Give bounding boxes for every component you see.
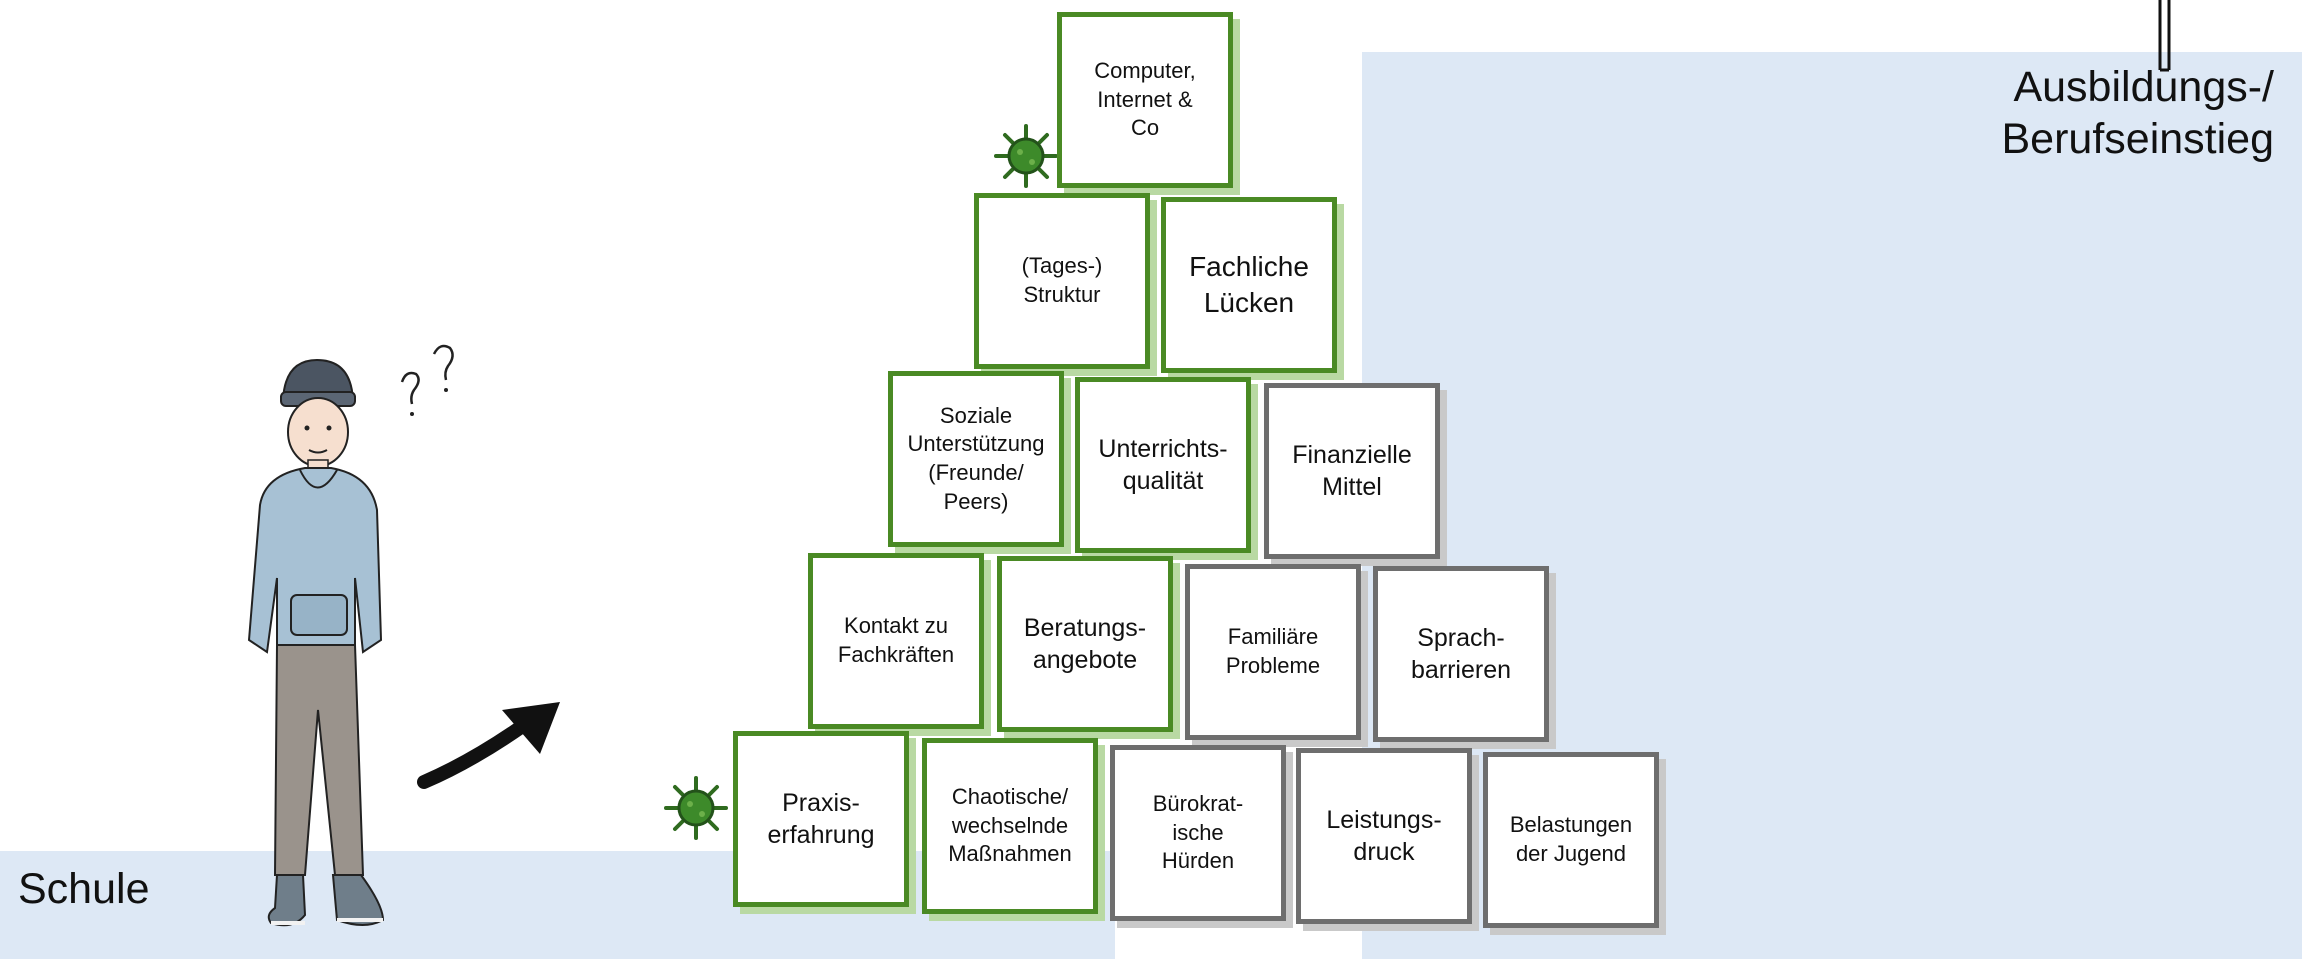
- signpost-icon: [2158, 0, 2171, 72]
- block-sprachbarrieren: Sprach- barrieren: [1373, 566, 1549, 742]
- block-buerokratische-huerden: Bürokrat- ische Hürden: [1110, 745, 1286, 921]
- schule-label: Schule: [18, 865, 150, 913]
- block-fachliche-luecken: Fachliche Lücken: [1161, 197, 1337, 373]
- block-finanzielle-mittel: Finanzielle Mittel: [1264, 383, 1440, 559]
- block-computer: Computer, Internet & Co: [1057, 12, 1233, 188]
- question-marks-icon: [400, 344, 454, 416]
- block-leistungsdruck: Leistungs- druck: [1296, 748, 1472, 924]
- block-unterrichtsqualitaet: Unterrichts- qualität: [1075, 377, 1251, 553]
- virus-icon: [994, 124, 1058, 188]
- virus-icon: [664, 776, 728, 840]
- block-beratungsangebote: Beratungs- angebote: [997, 556, 1173, 732]
- block-tagesstruktur: (Tages-) Struktur: [974, 193, 1150, 369]
- block-belastungen-jugend: Belastungen der Jugend: [1483, 752, 1659, 928]
- arrow-icon: [417, 702, 560, 789]
- person-icon: [247, 358, 385, 927]
- block-praxiserfahrung: Praxis- erfahrung: [733, 731, 909, 907]
- block-soziale-unterstuetzung: Soziale Unterstützung (Freunde/ Peers): [888, 371, 1064, 547]
- block-kontakt-fachkraefte: Kontakt zu Fachkräften: [808, 553, 984, 729]
- block-familiaere-probleme: Familiäre Probleme: [1185, 564, 1361, 740]
- block-chaotische-massnahmen: Chaotische/ wechselnde Maßnahmen: [922, 738, 1098, 914]
- ausbildung-label: Ausbildungs-/ Berufseinstieg: [2001, 63, 2275, 163]
